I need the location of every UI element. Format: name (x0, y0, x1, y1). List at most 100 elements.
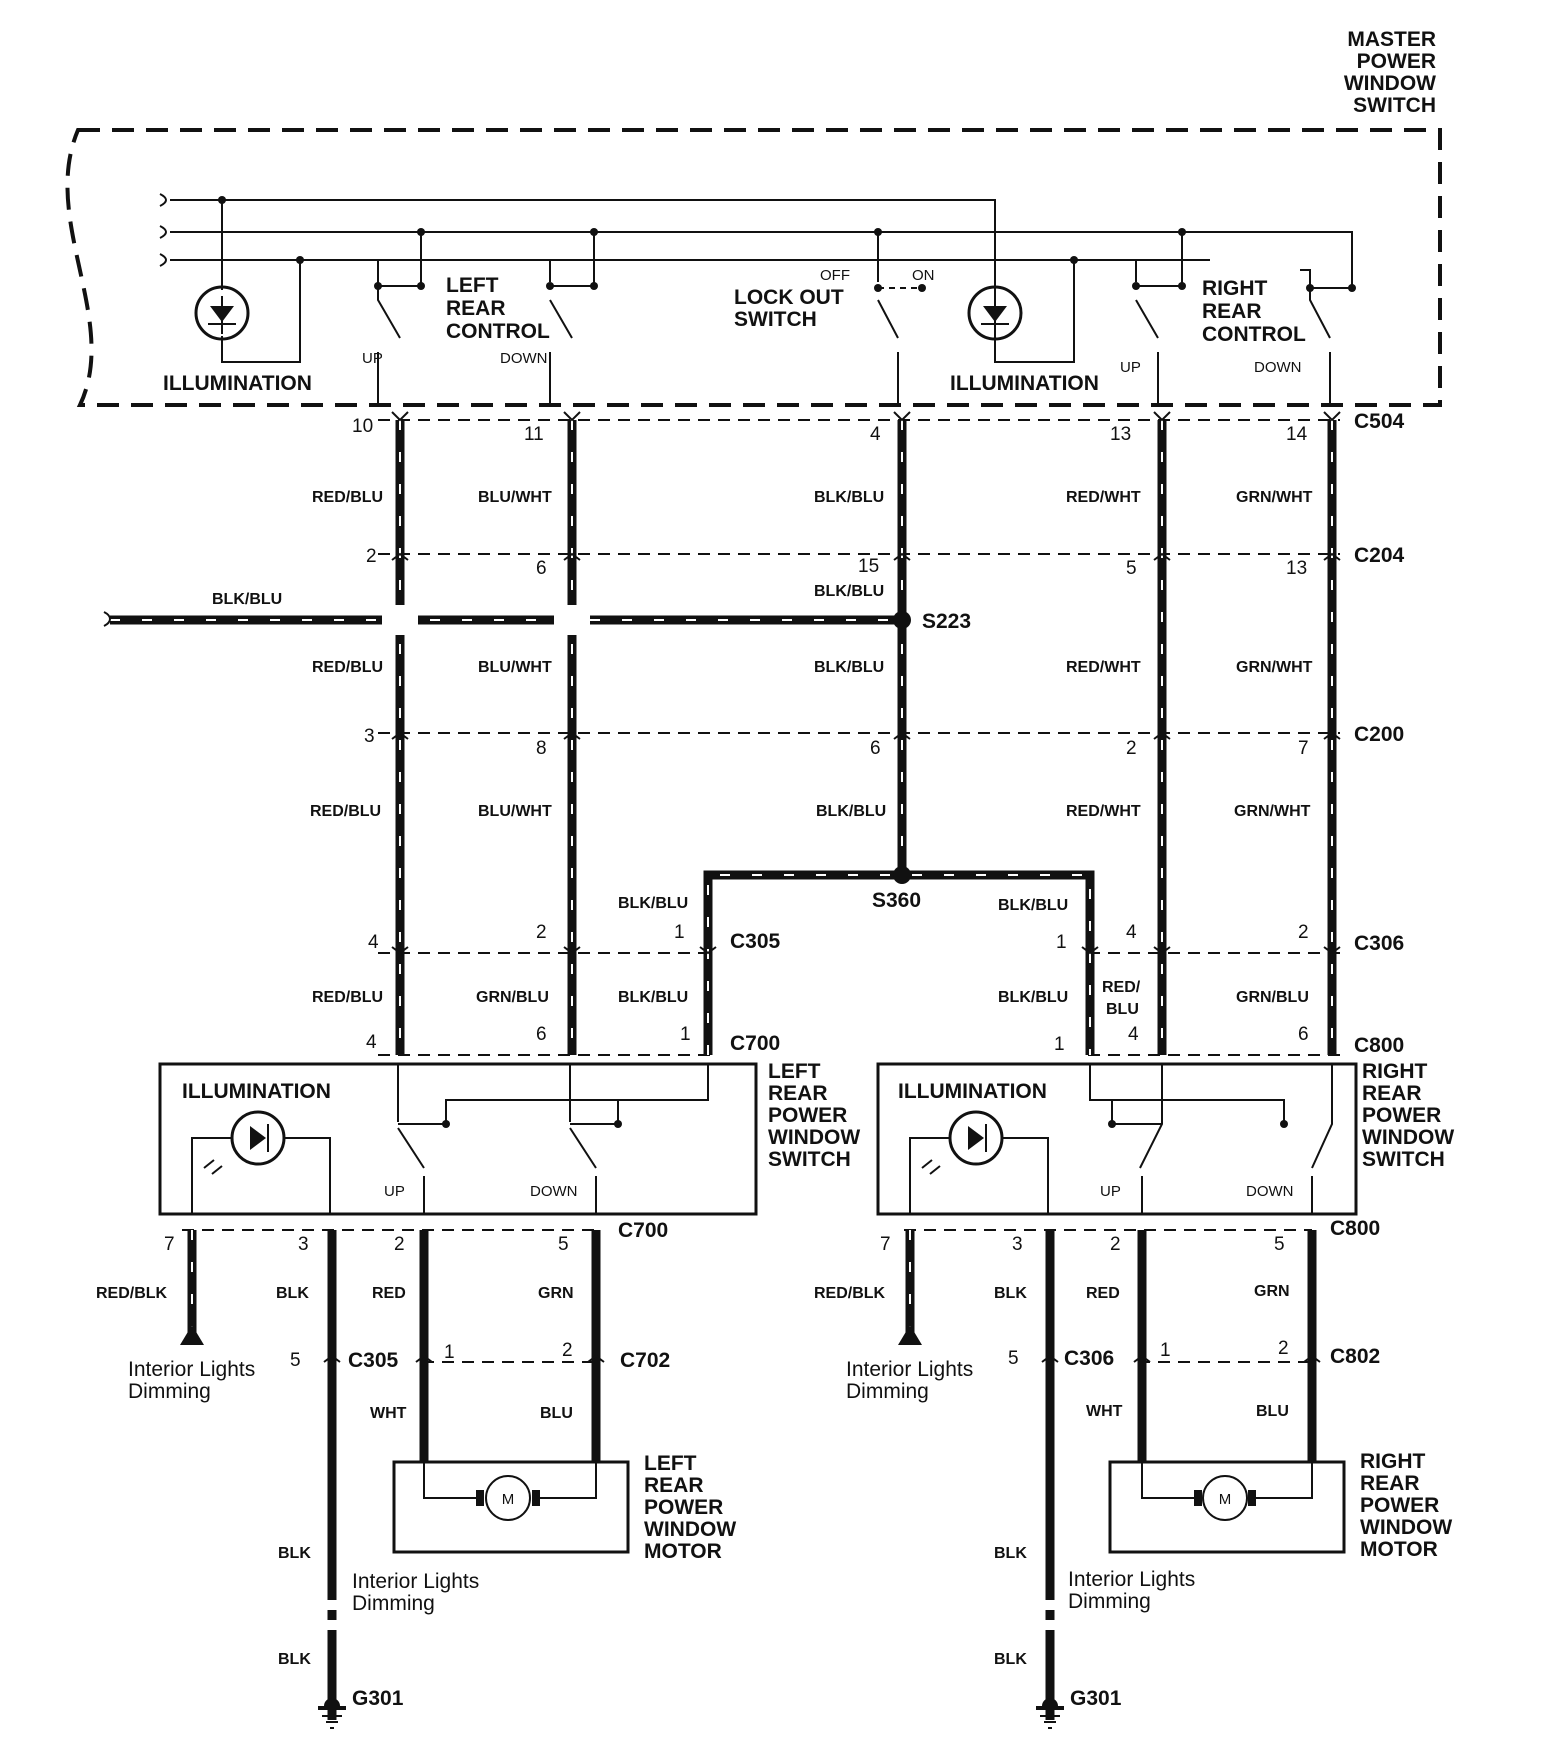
diode-bar (208, 296, 236, 334)
note-interior-lights: Interior Lights (352, 1570, 479, 1593)
c802-label: C802 (1330, 1345, 1380, 1368)
c700-label: C700 (730, 1032, 780, 1055)
wire-color: BLU (1106, 1001, 1139, 1018)
wire-color: GRN (1254, 1283, 1290, 1300)
pin: 10 (352, 416, 373, 437)
wire-color: BLK (994, 1545, 1027, 1562)
wire-color: GRN/WHT (1236, 489, 1313, 506)
wire-color: BLK/BLU (814, 583, 884, 600)
left-motor-box (392, 1460, 630, 1554)
right-switch-up-label: UP (1100, 1183, 1121, 1200)
right-rear-power-window-switch: ILLUMINATION UP DOWN RIGHT REAR POWER WI… (876, 1060, 1454, 1216)
wire-color: BLK/BLU (814, 659, 884, 676)
left-switch-diode-icon (250, 1126, 266, 1150)
note-dimming: Dimming (846, 1380, 929, 1403)
wire-color: RED (372, 1285, 406, 1302)
right-motor-title3: POWER (1360, 1494, 1439, 1517)
left-motor-title4: WINDOW (644, 1518, 736, 1541)
pin: 13 (1110, 424, 1131, 445)
pin: 2 (1278, 1338, 1289, 1359)
left-motor-title5: MOTOR (644, 1540, 722, 1563)
c306-bottom-label: C306 (1064, 1347, 1114, 1370)
wire-color: RED/BLU (310, 803, 381, 820)
lock-out-switch-label2: SWITCH (734, 308, 817, 331)
left-switch-title4: WINDOW (768, 1126, 860, 1149)
grounds (318, 1698, 1064, 1729)
right-dimming-arrow-icon (898, 1325, 922, 1345)
left-switch-title1: LEFT (768, 1060, 821, 1083)
wire-color: BLK/BLU (814, 489, 884, 506)
g301-right-label: G301 (1070, 1687, 1122, 1710)
illumination-wiring-2 (994, 260, 1075, 363)
diode-bar (981, 296, 1009, 334)
wire-color: GRN (538, 1285, 574, 1302)
c700-bottom-label: C700 (618, 1219, 668, 1242)
wires (103, 420, 1337, 1720)
right-switch-illumination-wiring (909, 1124, 1049, 1214)
right-switch-diode-icon (968, 1126, 984, 1150)
right-switch-common (1089, 1064, 1113, 1124)
c204-label: C204 (1354, 544, 1405, 567)
right-switch-down-label: DOWN (1246, 1183, 1294, 1200)
g301-left-label: G301 (352, 1687, 404, 1710)
wire-color: RED/BLU (312, 659, 383, 676)
wire-color: RED/BLK (814, 1285, 886, 1302)
right-up-switch (1135, 260, 1159, 405)
c800-bottom-label: C800 (1330, 1217, 1380, 1240)
left-motor-title2: REAR (644, 1474, 704, 1497)
lock-out-off-label: OFF (820, 267, 850, 284)
left-rear-power-window-motor: M LEFT REAR POWER WINDOW MOTOR (392, 1452, 736, 1563)
pin: 14 (1286, 424, 1308, 445)
right-motor-title2: REAR (1360, 1472, 1420, 1495)
pin: 11 (524, 424, 544, 445)
pin: 1 (1160, 1340, 1171, 1361)
light-rays-icon (203, 1159, 223, 1175)
wire-color: BLK/BLU (618, 895, 688, 912)
pin: 5 (290, 1350, 301, 1371)
c305-bottom-label: C305 (348, 1349, 399, 1372)
left-down-label: DOWN (500, 350, 548, 367)
left-switch-box (158, 1062, 758, 1216)
master-title-line3: WINDOW (1344, 72, 1436, 95)
pin: 1 (674, 922, 685, 943)
pin: 1 (1056, 932, 1067, 953)
wire-color: BLU/WHT (478, 659, 552, 676)
splice-s360 (893, 866, 911, 884)
left-motor-wiring (423, 1462, 597, 1499)
illumination-lamp-icon (194, 285, 250, 341)
right-switch-illumination-label: ILLUMINATION (898, 1080, 1047, 1103)
lock-out-on-label: ON (912, 267, 935, 284)
s360-label: S360 (872, 889, 921, 912)
left-switch-up-label: UP (384, 1183, 405, 1200)
right-motor-title1: RIGHT (1360, 1450, 1426, 1473)
pin: 2 (1110, 1234, 1121, 1255)
left-motor-title1: LEFT (644, 1452, 697, 1475)
wire-color: BLK (278, 1651, 311, 1668)
left-motor-title3: POWER (644, 1496, 723, 1519)
master-title-line4: SWITCH (1353, 94, 1436, 117)
pin: 6 (870, 738, 881, 759)
ground-icon (318, 1698, 346, 1729)
wire-color-labels: RED/BLU BLU/WHT BLK/BLU RED/WHT GRN/WHT … (96, 489, 1313, 1668)
right-rear-control-label1: RIGHT (1202, 277, 1268, 300)
pin: 4 (870, 424, 881, 445)
master-switch-boundary (65, 128, 1442, 407)
wire-color: BLK (276, 1285, 309, 1302)
left-switch-down-link (570, 1100, 619, 1125)
wire-color: WHT (1086, 1403, 1123, 1420)
c305-label: C305 (730, 930, 781, 953)
wire-crossover (382, 605, 590, 635)
wire-color: RED/BLU (312, 489, 383, 506)
pin: 3 (298, 1234, 309, 1255)
wire-color: BLK (994, 1285, 1027, 1302)
wire-break-mark (103, 611, 111, 627)
pin: 5 (558, 1234, 569, 1255)
master-title-line1: MASTER (1347, 28, 1436, 51)
wire-color: RED/ (1102, 979, 1141, 996)
bus-line-1 (170, 199, 996, 362)
bus-break-marks (159, 193, 167, 267)
right-rear-control-label3: CONTROL (1202, 323, 1306, 346)
right-rear-power-window-motor: M RIGHT REAR POWER WINDOW MOTOR (1108, 1450, 1452, 1561)
master-power-window-switch: MASTER POWER WINDOW SWITCH ILLUMINATION … (65, 28, 1442, 407)
right-rear-control-label2: REAR (1202, 300, 1262, 323)
